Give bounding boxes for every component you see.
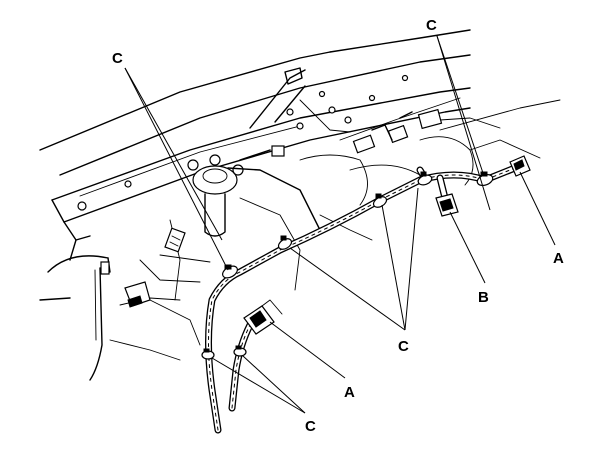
callout-a-bottom: A [344, 384, 355, 401]
clip-1 [222, 264, 238, 279]
left-brackets [124, 227, 186, 308]
connector-a-top [509, 155, 531, 177]
callout-c-center: C [398, 338, 409, 355]
callout-labels: C C A B C A C [112, 17, 564, 435]
callout-c-top-left: C [112, 50, 123, 67]
clip-4 [417, 171, 433, 186]
connector-a-bottom [243, 299, 283, 335]
vehicle-body-structure [39, 29, 561, 381]
callout-c-top-right: C [426, 17, 437, 34]
clip-7 [233, 345, 247, 357]
clip-2 [277, 235, 293, 250]
connector-b [435, 193, 459, 217]
callout-b-right: B [478, 289, 489, 306]
callout-a-right: A [553, 250, 564, 267]
harness-clip-icon [201, 171, 494, 360]
leader-lines [124, 35, 556, 414]
electrical-connector-icon [243, 155, 531, 335]
clip-6 [201, 348, 215, 360]
callout-c-bottom: C [305, 418, 316, 435]
